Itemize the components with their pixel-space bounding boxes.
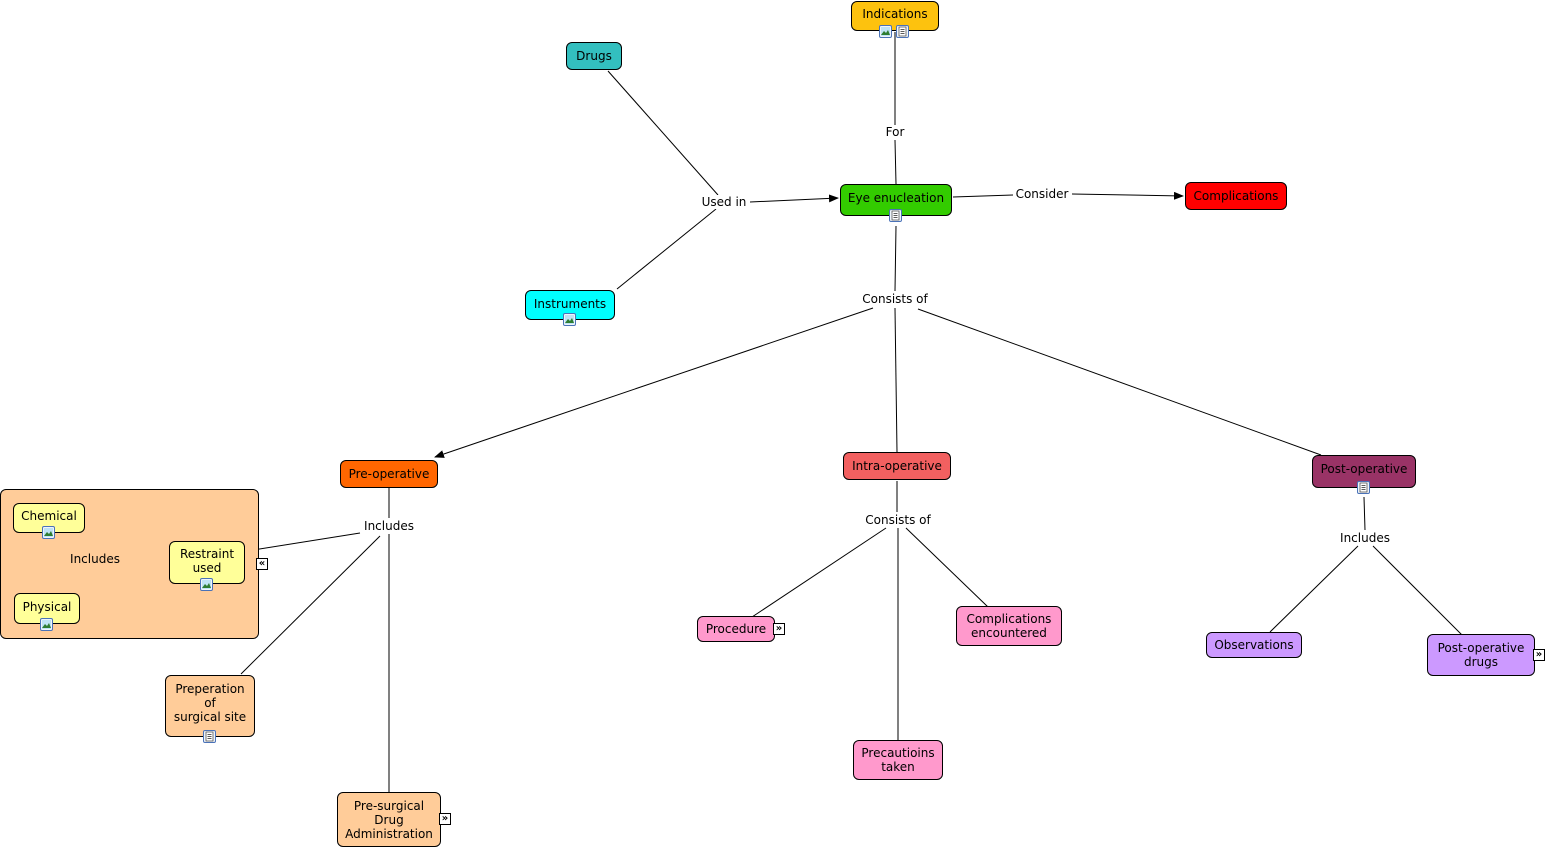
concept-precautions-taken-label: Precautioins taken [861, 746, 935, 774]
concept-complications-encountered-label: Complications encountered [966, 612, 1052, 640]
image-resource-icon[interactable] [40, 618, 53, 631]
concept-complications[interactable]: Complications [1185, 182, 1287, 210]
concept-intra-operative-label: Intra-operative [852, 459, 942, 473]
concept-preperation-of-surgical-site[interactable]: Preperation of surgical site [165, 675, 255, 737]
line-consistsof-to-postop [917, 308, 1322, 456]
concept-post-operative-drugs[interactable]: Post-operative drugs [1427, 634, 1535, 676]
line-includes-to-observations [1269, 545, 1359, 633]
concept-physical-label: Physical [22, 600, 72, 614]
concept-pre-surgical-drug-label: Pre-surgical Drug Administration [345, 798, 433, 841]
line-eye-to-consistsof [894, 225, 897, 292]
concept-pre-operative-label: Pre-operative [348, 467, 430, 481]
image-resource-icon[interactable] [42, 526, 55, 539]
concept-drugs[interactable]: Drugs [566, 42, 622, 70]
expand-double-chevron-right-icon[interactable]: » [773, 623, 785, 635]
line-includes-to-restraint [246, 532, 361, 554]
link-includes-restraint: Includes [70, 552, 120, 566]
line-consistsof-to-complications-encountered [905, 527, 989, 608]
document-resource-icon[interactable] [896, 25, 909, 38]
expand-double-chevron-right-icon[interactable]: » [439, 813, 451, 825]
concept-post-operative-label: Post-operative [1320, 462, 1408, 476]
concept-instruments-label: Instruments [533, 297, 607, 311]
link-consists-of-intra: Consists of [863, 513, 933, 527]
concept-chemical[interactable]: Chemical [13, 503, 85, 533]
expand-double-chevron-right-icon[interactable]: » [1533, 649, 1545, 661]
concept-preperation-label: Preperation of surgical site [173, 682, 247, 724]
concept-eye-enucleation-label: Eye enucleation [847, 191, 945, 205]
line-instruments-to-usedin [616, 208, 717, 290]
collapse-double-chevron-left-icon[interactable]: « [256, 558, 268, 570]
link-consider: Consider [1013, 187, 1071, 201]
line-consistsof-to-preop [434, 307, 874, 458]
line-consistsof-to-procedure [748, 527, 887, 620]
line-eye-to-for [894, 139, 897, 185]
line-postop-to-includes [1363, 496, 1366, 531]
line-eye-to-consider [952, 194, 1014, 198]
concept-chemical-label: Chemical [21, 509, 77, 523]
document-resource-icon[interactable] [203, 730, 216, 743]
concept-post-operative-drugs-label: Post-operative drugs [1437, 641, 1525, 669]
concept-indications[interactable]: Indications [851, 1, 939, 31]
concept-restraint-used-label: Restraint used [179, 547, 235, 575]
link-includes-post: Includes [1338, 531, 1392, 545]
line-includes-to-postop-drugs [1372, 545, 1464, 637]
concept-observations-label: Observations [1214, 638, 1294, 652]
concept-restraint-used[interactable]: Restraint used [169, 541, 245, 584]
line-includes-to-preperation [240, 535, 381, 675]
image-resource-icon[interactable] [879, 25, 892, 38]
link-used-in: Used in [699, 195, 749, 209]
line-consistsof-to-intraop [894, 307, 898, 453]
link-for: For [883, 125, 907, 139]
link-includes-pre: Includes [362, 519, 416, 533]
line-drugs-to-usedin [607, 70, 719, 196]
concept-indications-label: Indications [862, 7, 928, 21]
link-consists-of-main: Consists of [860, 292, 930, 306]
document-resource-icon[interactable] [889, 209, 902, 222]
concept-complications-label: Complications [1193, 189, 1279, 203]
concept-precautions-taken[interactable]: Precautioins taken [853, 740, 943, 780]
concept-procedure-label: Procedure [705, 622, 767, 636]
image-resource-icon[interactable] [563, 313, 576, 326]
concept-pre-surgical-drug-administration[interactable]: Pre-surgical Drug Administration [337, 792, 441, 847]
concept-complications-encountered[interactable]: Complications encountered [956, 606, 1062, 646]
concept-drugs-label: Drugs [576, 49, 612, 63]
image-resource-icon[interactable] [200, 578, 213, 591]
concept-procedure[interactable]: Procedure [697, 616, 775, 642]
concept-intra-operative[interactable]: Intra-operative [843, 452, 951, 480]
concept-pre-operative[interactable]: Pre-operative [340, 460, 438, 488]
concept-observations[interactable]: Observations [1206, 632, 1302, 658]
line-usedin-to-eye [749, 194, 839, 203]
document-resource-icon[interactable] [1357, 481, 1370, 494]
line-consider-to-complications [1071, 191, 1184, 200]
